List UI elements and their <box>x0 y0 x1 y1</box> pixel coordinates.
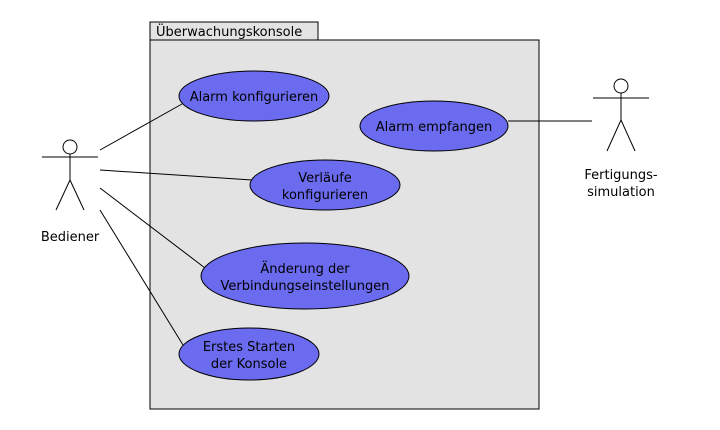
actor-simulation <box>593 78 649 152</box>
actor-operator-right-leg <box>69 179 85 211</box>
use-case-first-start: Erstes Starten der Konsole <box>178 327 320 381</box>
use-case-configure-alarm: Alarm konfigurieren <box>178 70 330 122</box>
actor-simulation-label-line-1: Fertigungs- <box>584 168 658 183</box>
use-case-receive-alarm: Alarm empfangen <box>359 100 509 152</box>
use-case-change-connection-label-line-1: Änderung der <box>260 261 350 277</box>
actor-operator-label: Bediener <box>41 230 100 245</box>
associations <box>99 103 592 346</box>
actor-operator-left-leg <box>55 179 71 211</box>
use-case-first-start-shape <box>178 327 320 381</box>
use-case-configure-trends-label-line-1: Verläufe <box>298 171 352 186</box>
actor-simulation-head <box>613 78 629 94</box>
use-case-configure-trends-shape <box>249 159 401 211</box>
use-case-first-start-label-line-1: Erstes Starten <box>203 340 295 355</box>
use-case-receive-alarm-shape <box>359 100 509 152</box>
actor-operator-head <box>62 139 78 155</box>
actor-operator <box>42 139 98 211</box>
actor-simulation-label-line-2: simulation <box>587 185 655 200</box>
use-case-first-start-label-line-2: der Konsole <box>211 357 287 372</box>
association-operator-configure-trends <box>99 169 253 181</box>
use-case-configure-trends-label-line-2: konfigurieren <box>282 188 368 203</box>
use-case-change-connection-label-line-2: Verbindungseinstellungen <box>221 279 390 294</box>
use-case-configure-trends: Verläufe konfigurieren <box>249 159 401 211</box>
association-operator-first-start <box>99 209 184 346</box>
actor-simulation-right-leg <box>620 119 636 152</box>
use-case-receive-alarm-label: Alarm empfangen <box>376 120 493 135</box>
use-case-configure-alarm-shape <box>178 70 330 122</box>
association-operator-change-connection <box>99 187 206 269</box>
use-case-change-connection-shape <box>200 242 410 310</box>
system-title: Überwachungskonsole <box>156 23 302 40</box>
association-operator-configure-alarm <box>99 103 183 151</box>
use-case-change-connection: Änderung der Verbindungseinstellungen <box>200 242 410 310</box>
actor-simulation-left-leg <box>606 119 622 152</box>
use-case-configure-alarm-label: Alarm konfigurieren <box>190 90 319 105</box>
